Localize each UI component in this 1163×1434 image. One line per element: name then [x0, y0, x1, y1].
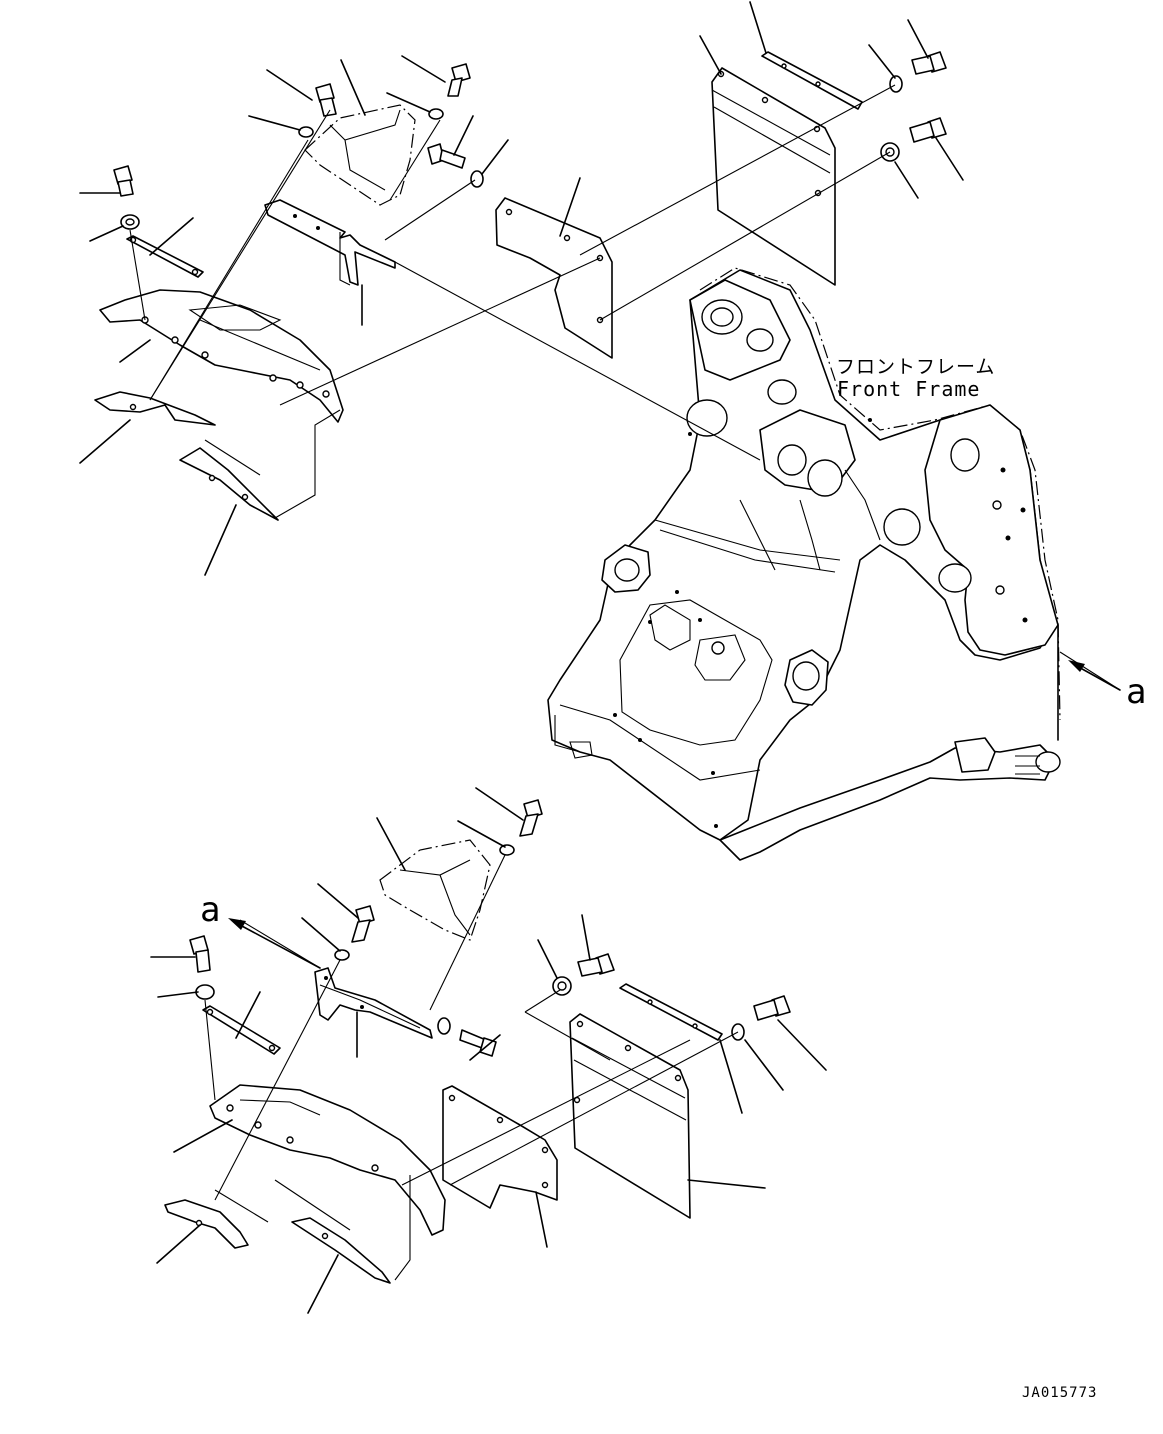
cover-plate	[164, 1199, 249, 1249]
support-plate	[179, 447, 279, 521]
mud-flap-large	[711, 67, 836, 286]
retainer-strip	[619, 983, 723, 1041]
lower-fender-assembly	[164, 799, 791, 1284]
cover-plate	[94, 391, 216, 426]
frame-label-japanese: フロントフレーム	[836, 356, 996, 378]
leader-lines	[79, 1, 964, 1314]
bolt-icon	[519, 799, 543, 837]
mud-flap-small	[442, 1085, 558, 1209]
view-marker-right: a	[1126, 672, 1147, 712]
bolt-icon	[427, 143, 466, 169]
assembly-lines	[129, 84, 1121, 1281]
bolt-icon	[447, 63, 471, 97]
mud-flap-large	[569, 1013, 691, 1219]
front-frame	[547, 267, 1061, 861]
washer-icon	[499, 844, 515, 856]
washer-icon	[298, 126, 314, 138]
washer-icon	[334, 949, 350, 961]
support-plate	[291, 1217, 391, 1284]
bolt-icon	[189, 935, 211, 973]
fender	[99, 289, 344, 423]
strip-plate	[202, 1005, 281, 1055]
view-arrows	[228, 660, 1121, 969]
bolt-icon	[911, 51, 947, 75]
bolt-icon	[909, 117, 947, 143]
bolt-icon	[753, 995, 791, 1021]
washer-icon	[889, 75, 903, 93]
mud-flap-small	[495, 197, 613, 359]
bolt-icon	[351, 905, 375, 943]
view-marker-left: a	[200, 890, 221, 930]
frame-label-english: Front Frame	[837, 377, 981, 401]
bracket	[314, 967, 433, 1039]
bolt-icon	[113, 165, 134, 197]
drawing-code: JA015773	[1022, 1385, 1098, 1401]
washer-icon	[437, 1017, 451, 1035]
upper-fender-assembly	[94, 51, 947, 521]
washer-icon	[470, 170, 484, 188]
fender	[209, 1084, 446, 1236]
bolt-icon	[315, 83, 337, 117]
bracket	[264, 199, 396, 286]
bolt-icon	[577, 953, 615, 977]
washer-icon	[428, 108, 444, 120]
